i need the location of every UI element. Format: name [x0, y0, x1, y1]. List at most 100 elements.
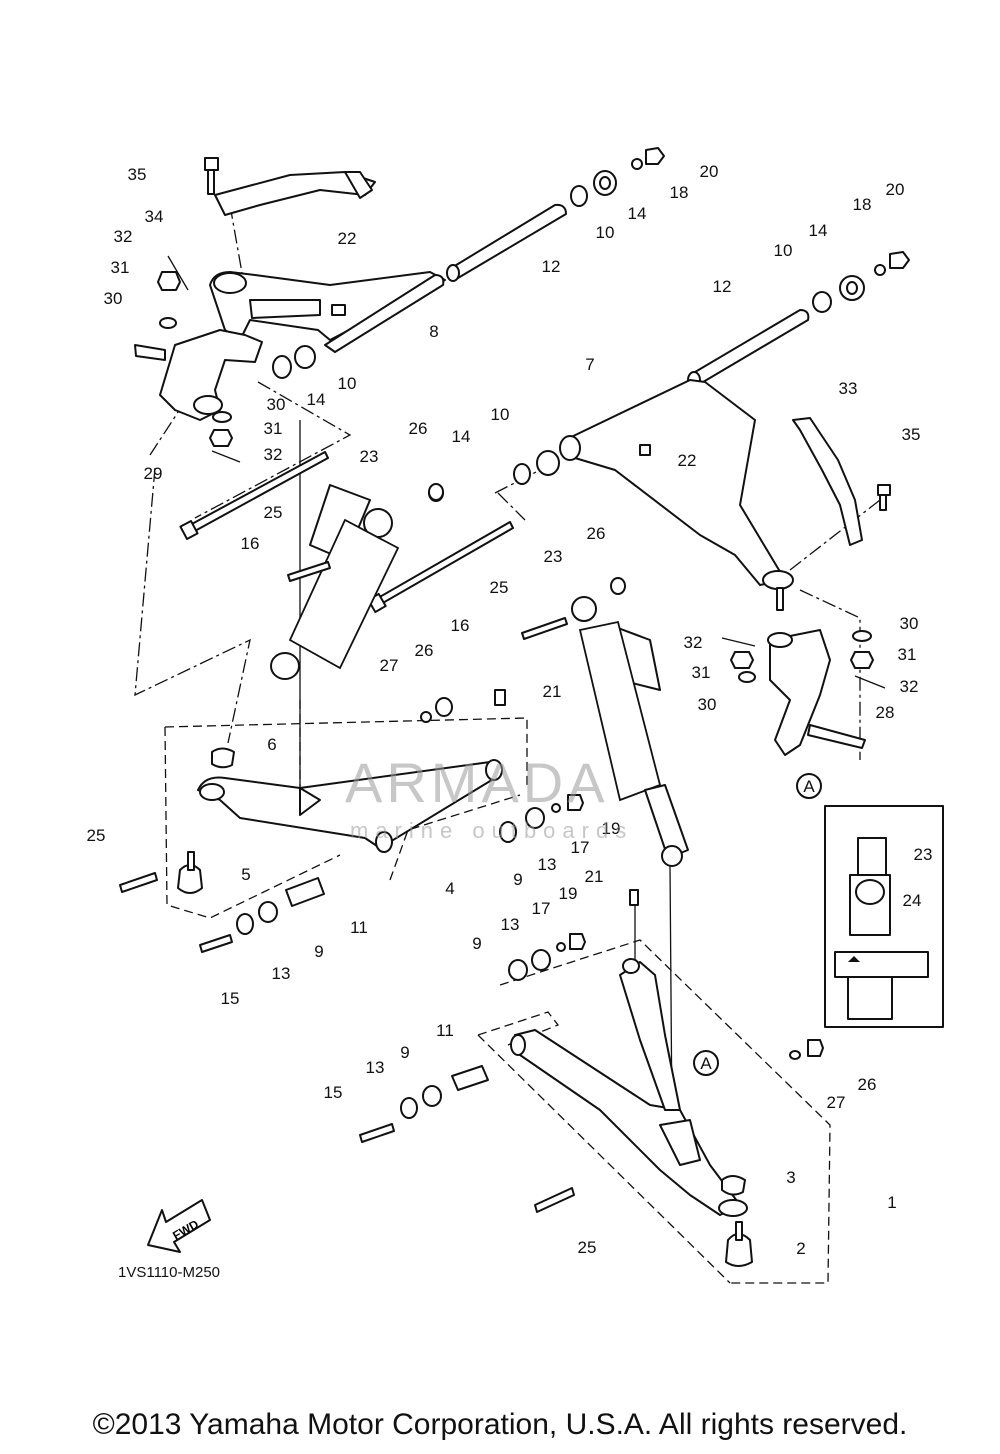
callout-23: 23 — [360, 447, 379, 466]
callout-25: 25 — [578, 1238, 597, 1257]
callout-30: 30 — [267, 395, 286, 414]
callout-labels: 3534323130221281410293031321014182020181… — [87, 162, 933, 1258]
callout-14: 14 — [809, 221, 828, 240]
callout-28: 28 — [876, 703, 895, 722]
callout-14: 14 — [307, 390, 326, 409]
callout-9: 9 — [400, 1043, 409, 1062]
callout-15: 15 — [221, 989, 240, 1008]
callout-14: 14 — [628, 204, 647, 223]
callout-27: 27 — [827, 1093, 846, 1112]
lower-arm-4 — [197, 747, 503, 853]
callout-31: 31 — [111, 258, 130, 277]
callout-17: 17 — [571, 838, 590, 857]
callout-20: 20 — [886, 180, 905, 199]
callout-16: 16 — [451, 616, 470, 635]
callout-11: 11 — [350, 918, 368, 937]
callout-20: 20 — [700, 162, 719, 181]
copyright-notice: ©2013 Yamaha Motor Corporation, U.S.A. A… — [92, 1408, 908, 1441]
tube-8 — [324, 274, 445, 353]
callout-31: 31 — [898, 645, 917, 664]
lower-left-fasteners — [119, 794, 584, 953]
callout-13: 13 — [538, 855, 557, 874]
callout-3: 3 — [786, 1168, 795, 1187]
callout-6: 6 — [267, 735, 276, 754]
tube-12-right — [687, 309, 810, 389]
callout-25: 25 — [490, 578, 509, 597]
callout-16: 16 — [241, 534, 260, 553]
fasteners-right — [721, 630, 886, 689]
bolts-16 — [179, 451, 514, 614]
callout-30: 30 — [900, 614, 919, 633]
bolts-25-26 — [287, 483, 626, 723]
guide-lines — [134, 204, 881, 1284]
callout-11: 11 — [436, 1021, 454, 1040]
callout-26: 26 — [587, 524, 606, 543]
knuckle-28 — [767, 629, 866, 756]
callout-25: 25 — [87, 826, 106, 845]
callout-14: 14 — [452, 427, 471, 446]
callout-34: 34 — [145, 207, 164, 226]
callout-21: 21 — [585, 867, 604, 886]
callout-12: 12 — [542, 257, 561, 276]
callout-32: 32 — [900, 677, 919, 696]
callout-5: 5 — [241, 865, 250, 884]
callout-10: 10 — [596, 223, 615, 242]
upper-right-bushings — [570, 147, 910, 313]
callout-22: 22 — [338, 229, 357, 248]
fasteners-upper-left — [157, 157, 346, 463]
callout-18: 18 — [670, 183, 689, 202]
callout-35: 35 — [902, 425, 921, 444]
callout-23: 23 — [914, 845, 933, 864]
lower-arm-1 — [510, 958, 748, 1217]
callout-10: 10 — [491, 405, 510, 424]
callout-9: 9 — [513, 870, 522, 889]
callout-9: 9 — [314, 942, 323, 961]
callout-8: 8 — [429, 322, 438, 341]
reference-markers — [693, 773, 822, 1076]
callout-17: 17 — [532, 899, 551, 918]
callout-7: 7 — [585, 355, 594, 374]
callout-18: 18 — [853, 195, 872, 214]
callout-19: 19 — [602, 819, 621, 838]
ref-marker-a-upper: A — [803, 777, 815, 796]
callout-26: 26 — [858, 1075, 877, 1094]
callout-1: 1 — [887, 1193, 896, 1212]
callout-29: 29 — [144, 464, 163, 483]
callout-10: 10 — [338, 374, 357, 393]
callout-26: 26 — [409, 419, 428, 438]
callout-10: 10 — [774, 241, 793, 260]
callout-21: 21 — [543, 682, 562, 701]
callout-27: 27 — [380, 656, 399, 675]
callout-30: 30 — [698, 695, 717, 714]
bushings-10-14 — [428, 450, 560, 502]
watermark-tagline: marine outboards — [350, 818, 634, 843]
callout-12: 12 — [713, 277, 732, 296]
upper-arm-left — [209, 271, 446, 341]
tube-12-left — [446, 203, 567, 282]
callout-9: 9 — [472, 934, 481, 953]
callout-23: 23 — [544, 547, 563, 566]
bracket-34 — [214, 171, 376, 216]
callout-13: 13 — [272, 964, 291, 983]
diagram-code: 1VS1110-M250 — [118, 1264, 221, 1281]
shock-right — [571, 596, 689, 867]
upper-arm-7 — [559, 379, 794, 611]
callout-30: 30 — [104, 289, 123, 308]
callout-32: 32 — [114, 227, 133, 246]
callout-31: 31 — [264, 419, 283, 438]
callout-22: 22 — [678, 451, 697, 470]
callout-19: 19 — [559, 884, 578, 903]
fwd-arrow — [147, 1199, 211, 1253]
callout-32: 32 — [264, 445, 283, 464]
inset-box — [824, 805, 944, 1028]
watermark-brand: ARMADA — [345, 751, 609, 814]
callout-25: 25 — [264, 503, 283, 522]
callout-31: 31 — [692, 663, 711, 682]
callout-13: 13 — [501, 915, 520, 934]
lower-arm-1-fasteners — [359, 889, 824, 1267]
callout-35: 35 — [128, 165, 147, 184]
ref-marker-a-lower: A — [700, 1054, 712, 1073]
callout-33: 33 — [839, 379, 858, 398]
callout-15: 15 — [324, 1083, 343, 1102]
